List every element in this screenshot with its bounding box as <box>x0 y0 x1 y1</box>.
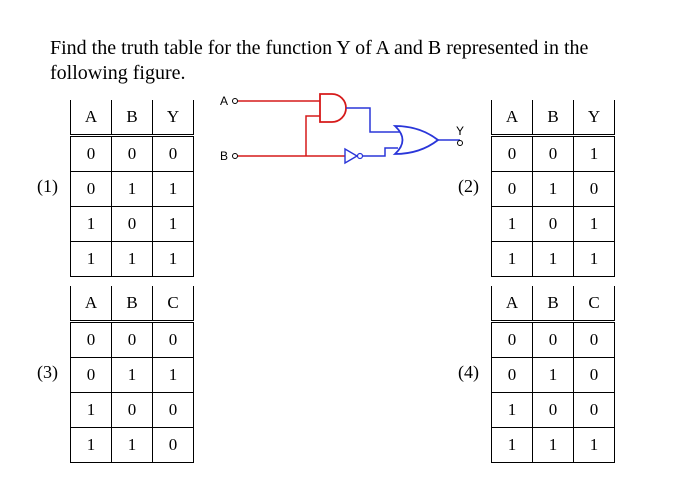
table-cell: 1 <box>573 135 615 172</box>
table-cell: 0 <box>532 392 574 428</box>
table-cell: 0 <box>532 135 574 172</box>
and-gate <box>319 93 347 123</box>
table-cell: 1 <box>532 357 574 393</box>
table-cell: 1 <box>152 171 194 207</box>
header-cell: C <box>152 286 194 323</box>
table-cell: 0 <box>491 357 533 393</box>
header-cell: Y <box>573 100 615 137</box>
table-cell: 0 <box>532 206 574 242</box>
table-cell: 1 <box>532 427 574 463</box>
header-cell: B <box>532 100 574 137</box>
input-a-terminal <box>232 98 238 104</box>
table-cell: 1 <box>111 357 153 393</box>
inverter-gate <box>344 147 359 165</box>
table-cell: 0 <box>573 392 615 428</box>
table-cell: 1 <box>491 241 533 277</box>
table-cell: 1 <box>152 357 194 393</box>
header-cell: A <box>491 100 533 137</box>
table-cell: 1 <box>532 241 574 277</box>
table-cell: 0 <box>152 392 194 428</box>
table-cell: 0 <box>111 321 153 358</box>
header-cell: A <box>70 286 112 323</box>
table-cell: 0 <box>111 392 153 428</box>
option-2-label: (2) <box>458 176 479 196</box>
table-cell: 1 <box>70 427 112 463</box>
table-cell: 0 <box>532 321 574 358</box>
header-cell: Y <box>152 100 194 137</box>
option-3-label: (3) <box>37 362 58 382</box>
table-cell: 0 <box>491 135 533 172</box>
table-cell: 0 <box>152 321 194 358</box>
table-cell: 0 <box>70 321 112 358</box>
header-cell: B <box>111 100 153 137</box>
table-cell: 1 <box>573 206 615 242</box>
table-cell: 1 <box>70 392 112 428</box>
table-cell: 1 <box>532 171 574 207</box>
output-terminal <box>457 140 463 146</box>
option-1-label: (1) <box>37 176 58 196</box>
header-cell: B <box>111 286 153 323</box>
input-a-label: A <box>220 94 228 108</box>
table-cell: 1 <box>70 206 112 242</box>
wire-and-to-or <box>346 107 400 133</box>
table-cell: 0 <box>573 171 615 207</box>
table-cell: 0 <box>111 206 153 242</box>
table-cell: 1 <box>491 392 533 428</box>
input-b-terminal <box>232 153 238 159</box>
output-y-label: Y <box>456 124 464 138</box>
option-4-label: (4) <box>458 362 479 382</box>
table-cell: 0 <box>111 135 153 172</box>
question-text: Find the truth table for the function Y … <box>50 37 589 84</box>
table-cell: 1 <box>491 206 533 242</box>
table-cell: 1 <box>111 171 153 207</box>
logic-circuit-diagram: A B Y <box>220 93 464 165</box>
table-cell: 0 <box>573 357 615 393</box>
table-cell: 1 <box>111 241 153 277</box>
wire-inverter-to-or <box>362 147 398 157</box>
table-cell: 0 <box>573 321 615 358</box>
header-cell: B <box>532 286 574 323</box>
table-cell: 1 <box>491 427 533 463</box>
table-cell: 0 <box>152 135 194 172</box>
table-cell: 0 <box>70 357 112 393</box>
table-cell: 1 <box>70 241 112 277</box>
table-cell: 1 <box>111 427 153 463</box>
table-cell: 1 <box>573 241 615 277</box>
header-cell: A <box>491 286 533 323</box>
table-cell: 1 <box>573 427 615 463</box>
or-gate <box>392 125 440 155</box>
input-b-label: B <box>220 149 228 163</box>
table-cell: 0 <box>491 171 533 207</box>
table-cell: 1 <box>152 206 194 242</box>
wire-b-to-and <box>305 115 320 156</box>
table-cell: 0 <box>70 171 112 207</box>
table-cell: 0 <box>152 427 194 463</box>
table-cell: 0 <box>70 135 112 172</box>
table-cell: 1 <box>152 241 194 277</box>
table-cell: 0 <box>491 321 533 358</box>
header-cell: A <box>70 100 112 137</box>
header-cell: C <box>573 286 615 323</box>
